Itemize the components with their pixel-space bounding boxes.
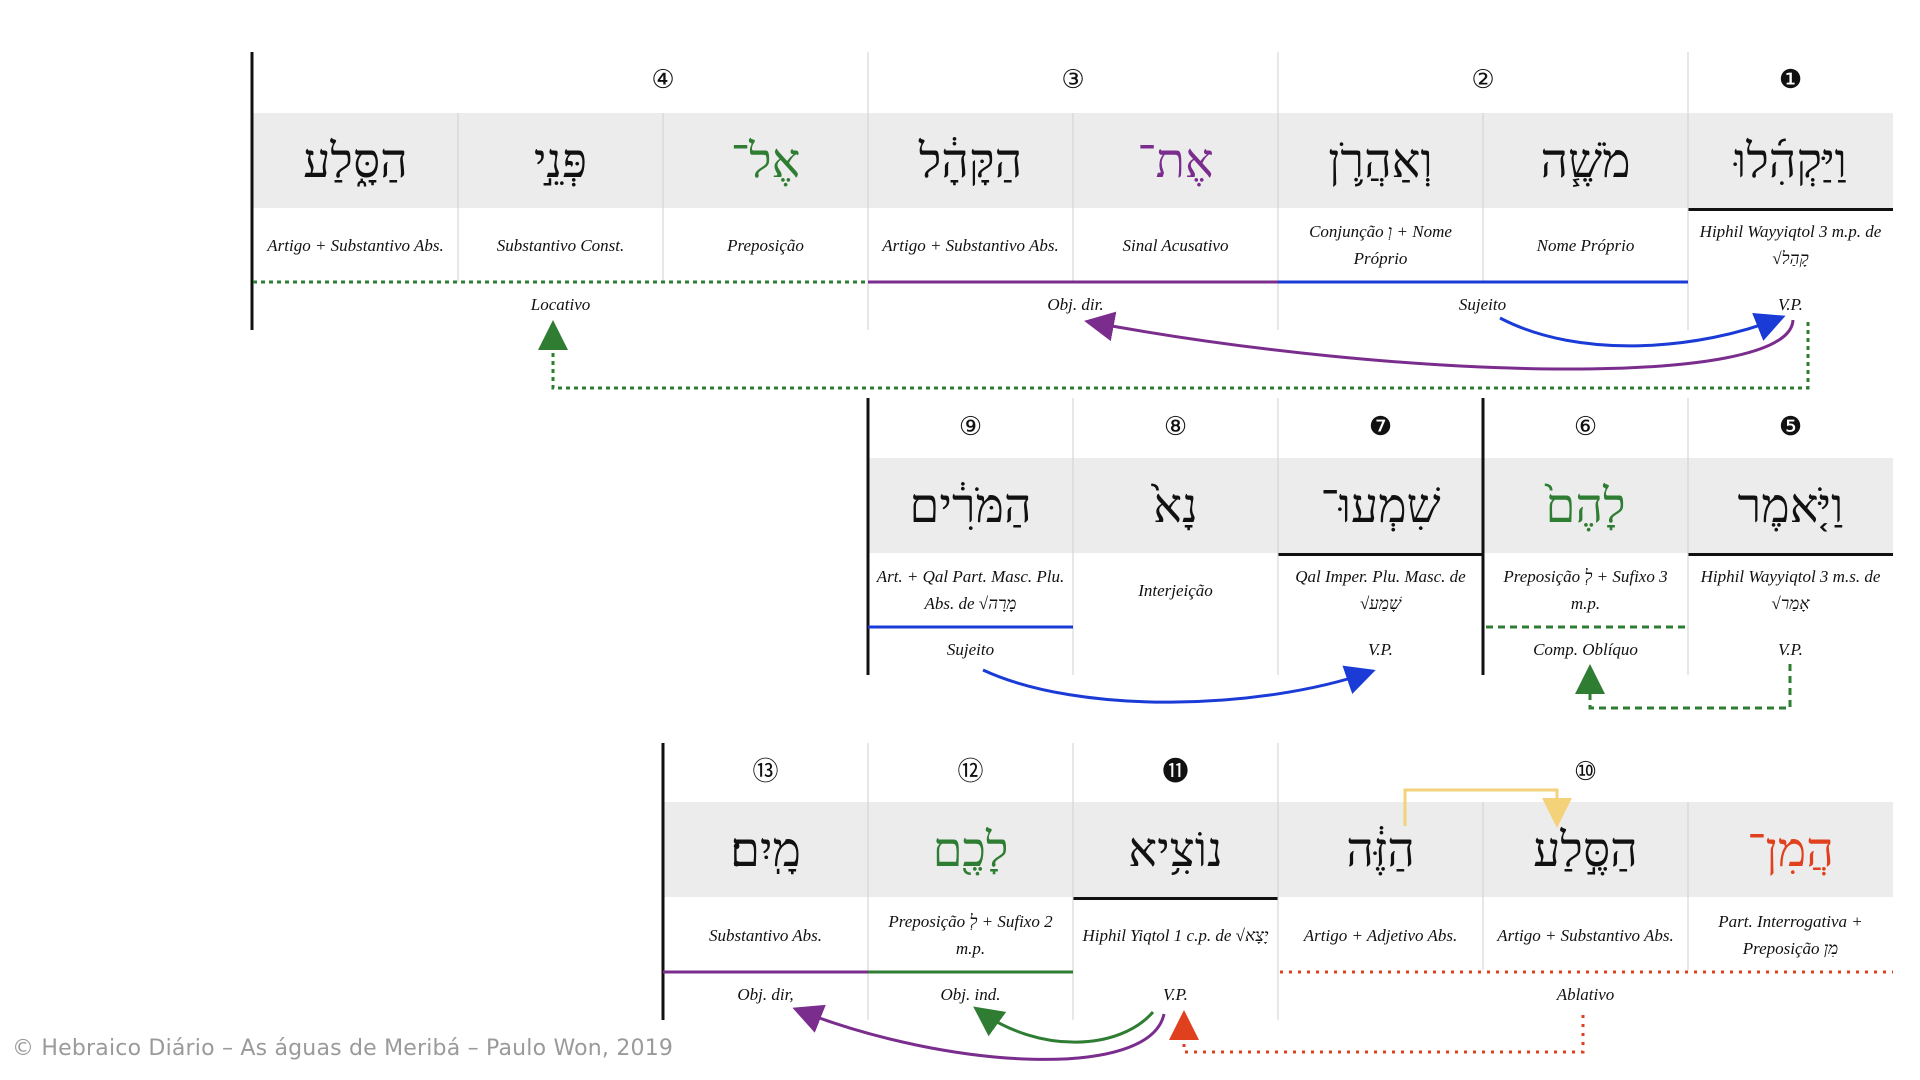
- grammar-description: Qal Imper. Plu. Masc. de √שָׁמַע: [1295, 567, 1466, 613]
- grammar-description: Conjunção וְ + Nome Próprio: [1309, 222, 1452, 268]
- syntactic-role: Obj. dir,: [737, 985, 794, 1004]
- arrow-vp-to-obj-ind: [973, 1006, 1155, 1044]
- group-number: ③: [1061, 65, 1085, 95]
- arrow-sujeito-to-vp: [982, 665, 1376, 704]
- syntactic-role: Ablativo: [1556, 985, 1615, 1004]
- group-number: ⑩: [1573, 757, 1598, 787]
- grammar-description: Interjeição: [1138, 580, 1213, 600]
- group-number: ⑫: [957, 757, 984, 787]
- syntactic-role: V.P.: [1778, 640, 1803, 659]
- grammar-description: Art. + Qal Part. Masc. Plu. Abs. de √מָר…: [876, 567, 1065, 613]
- syntactic-role: V.P.: [1368, 640, 1393, 659]
- hebrew-word-verb: וַיֹּ֤אמֶר: [1688, 458, 1893, 556]
- grammar-description: Artigo + Adjetivo Abs.: [1303, 925, 1458, 945]
- hebrew-word: אֶת־: [1073, 113, 1278, 208]
- group-number: ❶: [1778, 65, 1803, 95]
- hebrew-word: הַקָּהָ֔ל: [868, 113, 1073, 208]
- group-number: ❼: [1368, 412, 1393, 442]
- syntactic-role: Locativo: [530, 295, 591, 314]
- grammar-description: Artigo + Substantivo Abs.: [882, 235, 1059, 255]
- hebrew-word-verb: וַיַּקְהִ֜לוּ: [1688, 113, 1893, 211]
- arrow-vp-to-obj-dir: [1084, 311, 1795, 371]
- grammar-description: Preposição לְ + Sufixo 2 m.p.: [888, 912, 1053, 958]
- hebrew-word: לָכֶ֖ם: [868, 802, 1073, 897]
- syntactic-role: Obj. ind.: [940, 985, 1001, 1004]
- group-number: ④: [651, 65, 675, 95]
- hebrew-word: הַמֹּרִ֔ים: [868, 458, 1073, 553]
- grammar-description: Preposição לְ + Sufixo 3 m.p.: [1503, 567, 1668, 613]
- group-number: ②: [1471, 65, 1495, 95]
- grammar-description: Substantivo Abs.: [708, 925, 823, 945]
- grammar-description: Preposição: [727, 235, 804, 255]
- group-number: ⓫: [1162, 757, 1189, 787]
- group-number: ⑨: [958, 412, 983, 442]
- hebrew-word: מֹשֶׁ֧ה: [1483, 113, 1688, 208]
- copyright-credit: © Hebraico Diário – As águas de Meribá –…: [12, 1036, 674, 1061]
- grammar-description: Part. Interrogativa + Preposição מִן: [1718, 912, 1863, 958]
- grammar-description: Artigo + Substantivo Abs.: [267, 235, 444, 255]
- grammar-description: Substantivo Const.: [496, 235, 625, 255]
- arrow-ablativo-to-vp: [1169, 1010, 1585, 1054]
- hebrew-word: הַזֶּ֔ה: [1278, 802, 1483, 897]
- grammar-description: Hiphil Yiqtol 1 c.p. de √יָצָא: [1082, 925, 1269, 945]
- group-number: ⑬: [752, 757, 779, 787]
- grammar-description: Artigo + Substantivo Abs.: [1497, 925, 1674, 945]
- syntactic-role: V.P.: [1163, 985, 1188, 1004]
- syntactic-role: Sujeito: [1458, 295, 1507, 314]
- arrow-vp-to-comp-obliquo: [1575, 664, 1792, 710]
- syntactic-role: V.P.: [1778, 295, 1803, 314]
- hebrew-word: הַסֶּ֣לַע: [1483, 802, 1688, 897]
- hebrew-word: אֶל־: [663, 113, 868, 208]
- grammar-description: Hiphil Wayyiqtol 3 m.s. de √אָמַר: [1700, 567, 1881, 613]
- arrow-adjective-to-noun: [1403, 788, 1572, 828]
- arrow-sujeito-to-vp: [1499, 312, 1786, 348]
- hebrew-word-verb: נוֹצִ֥יא: [1073, 802, 1278, 900]
- hebrew-word: הֲמִן־: [1688, 802, 1893, 897]
- hebrew-word-verb: שִׁמְעוּ־: [1278, 458, 1483, 556]
- arrow-vp-to-obj-dir: [792, 1004, 1166, 1061]
- syntactic-role: Comp. Oblíquo: [1533, 640, 1638, 659]
- group-number: ⑥: [1573, 412, 1598, 442]
- hebrew-word: פְּנֵ֣י: [458, 113, 663, 208]
- syntactic-role: Sujeito: [946, 640, 995, 659]
- group-number: ⑧: [1163, 412, 1188, 442]
- grammar-description: Sinal Acusativo: [1122, 235, 1229, 255]
- group-number: ❺: [1778, 412, 1803, 442]
- hebrew-word: מָֽיִם׃: [663, 802, 868, 897]
- arrow-vp-to-locativo: [538, 320, 1810, 390]
- syntactic-role: Obj. dir.: [1047, 295, 1104, 314]
- hebrew-word: נָא֙: [1073, 458, 1278, 553]
- grammar-description: Nome Próprio: [1536, 235, 1635, 255]
- hebrew-word: לָהֶם֙: [1483, 458, 1688, 553]
- grammar-description: Hiphil Wayyiqtol 3 m.p. de √קָהַל: [1699, 222, 1882, 268]
- hebrew-word: וְאַהֲרֹ֛ן: [1278, 113, 1483, 208]
- hebrew-word: הַסָּ֑לַע: [253, 113, 458, 208]
